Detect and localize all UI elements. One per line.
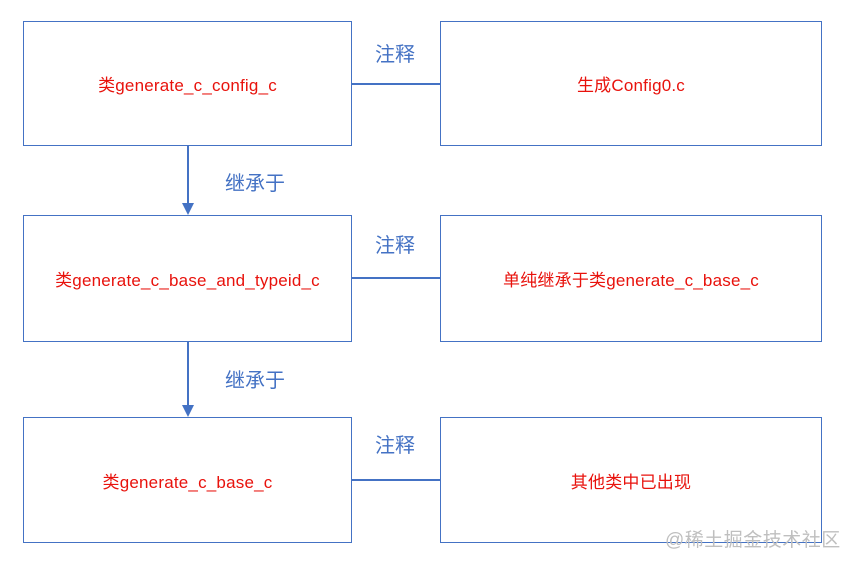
- node-generate-c-base-c: 类generate_c_base_c: [23, 417, 352, 543]
- node-generate-c-base-and-typeid-c: 类generate_c_base_and_typeid_c: [23, 215, 352, 342]
- node-generate-c-config-c: 类generate_c_config_c: [23, 21, 352, 146]
- node-label: 类generate_c_config_c: [98, 76, 277, 95]
- arrow-typeid-to-base: [187, 342, 189, 405]
- edge-label-annotation-1: 注释: [375, 44, 415, 66]
- node-label: 其他类中已出现: [570, 472, 692, 492]
- connector-typeid-to-note: [352, 277, 440, 279]
- node-generate-config0-c: 生成Config0.c: [440, 21, 822, 146]
- watermark-juejin: @稀土掘金技术社区: [665, 530, 841, 551]
- connector-base-to-note: [352, 479, 440, 481]
- arrowhead-down-icon: [182, 203, 194, 215]
- connector-config-to-note: [352, 83, 440, 85]
- node-label: 类generate_c_base_and_typeid_c: [55, 271, 320, 290]
- node-label: 单纯继承于类generate_c_base_c: [503, 271, 759, 290]
- node-appeared-elsewhere-note: 其他类中已出现: [440, 417, 822, 543]
- edge-label-annotation-2: 注释: [375, 235, 415, 257]
- node-inherit-note: 单纯继承于类generate_c_base_c: [440, 215, 822, 342]
- arrowhead-down-icon: [182, 405, 194, 417]
- edge-label-annotation-3: 注释: [375, 435, 415, 457]
- edge-label-inherit-2: 继承于: [225, 370, 285, 392]
- edge-label-inherit-1: 继承于: [225, 173, 285, 195]
- node-label: 类generate_c_base_c: [102, 472, 273, 492]
- arrow-config-to-typeid: [187, 146, 189, 203]
- node-label: 生成Config0.c: [576, 76, 686, 95]
